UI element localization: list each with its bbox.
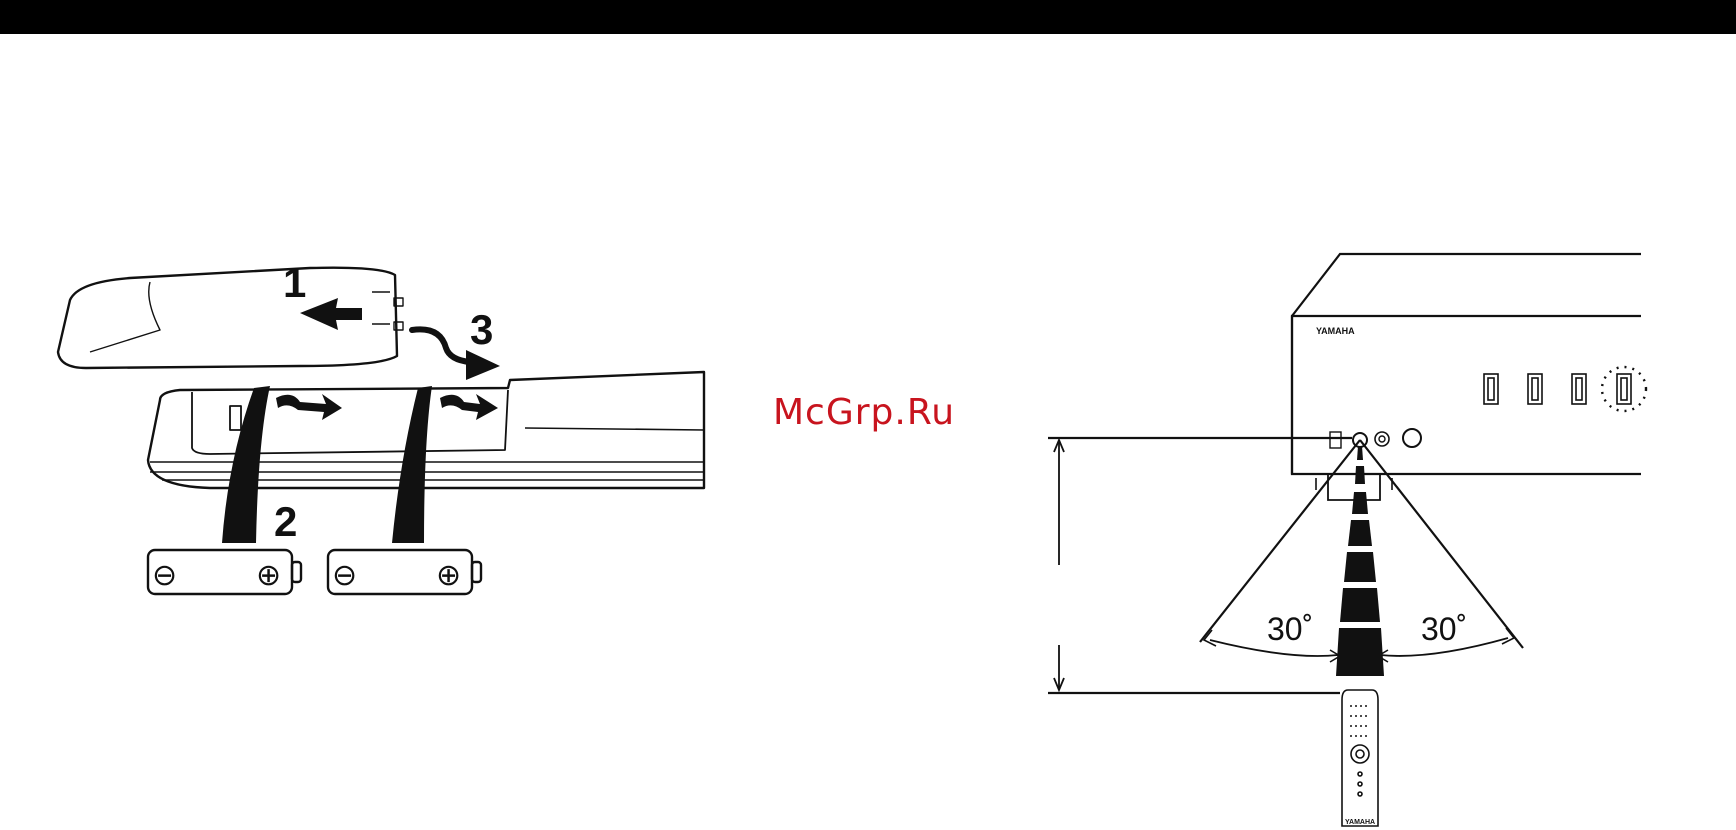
watermark-text: McGrp.Ru <box>773 392 955 433</box>
battery-right-positive: ⊕ <box>436 559 461 592</box>
curved-arrow <box>412 329 470 362</box>
battery-left-negative: ⊖ <box>152 559 177 592</box>
step-label-2: 2 <box>274 498 297 545</box>
unit-top-panel <box>1292 254 1641 316</box>
angle-label-left: 30˚ <box>1267 611 1313 647</box>
standby-indicator <box>1330 432 1341 448</box>
infrared-beam <box>1336 446 1384 676</box>
unit-brand-label: YAMAHA <box>1316 326 1355 336</box>
headphone-jack <box>1375 432 1389 446</box>
operating-range-figure <box>1048 254 1646 826</box>
step-label-3: 3 <box>470 306 493 353</box>
power-knob <box>1403 429 1421 447</box>
battery-right-negative: ⊖ <box>332 559 357 592</box>
step-label-1: 1 <box>283 259 306 306</box>
remote-control <box>1342 690 1378 826</box>
battery-left-positive: ⊕ <box>256 559 281 592</box>
remote-brand-label: YAMAHA <box>1345 819 1375 826</box>
battery-installation-figure <box>58 268 704 594</box>
unit-front-panel <box>1292 316 1641 474</box>
panel-knobs <box>1484 367 1646 411</box>
angle-label-right: 30˚ <box>1421 611 1467 647</box>
